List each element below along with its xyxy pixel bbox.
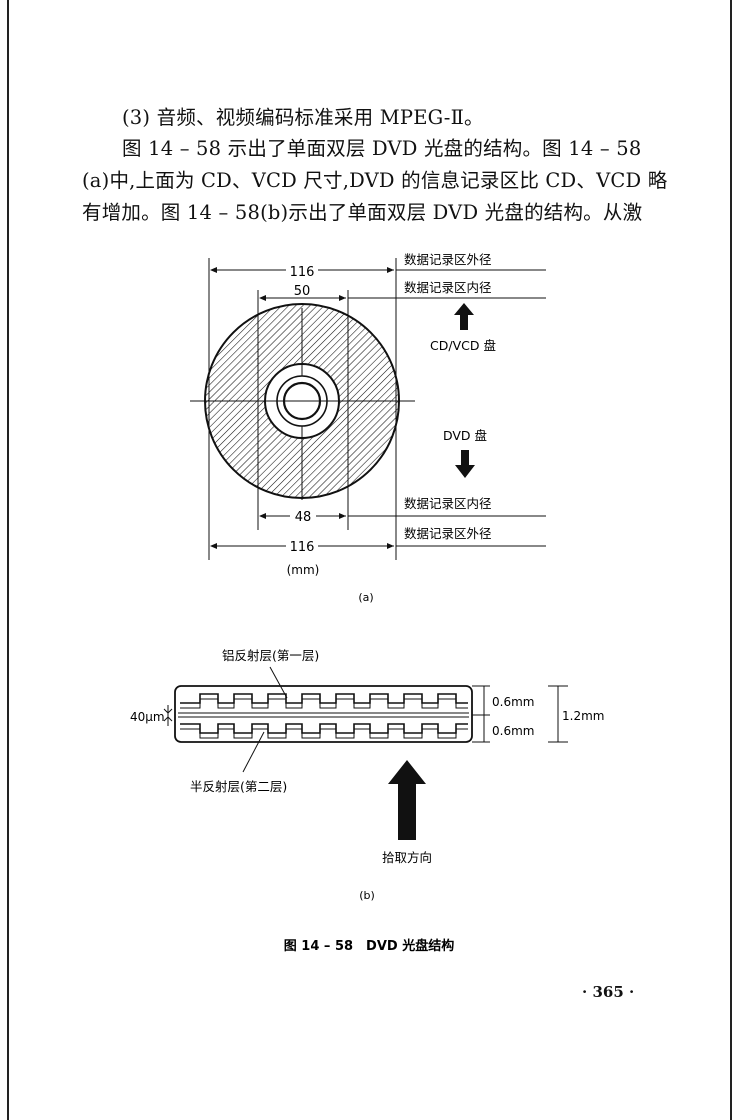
- label-pickup-direction: 拾取方向: [382, 850, 432, 865]
- pickup-direction-arrow-icon: [388, 760, 426, 840]
- dim-top-outer-value: 116: [290, 265, 315, 280]
- caption-a: (a): [358, 591, 373, 604]
- right-border-line: [730, 0, 732, 1120]
- label-gap-40um: 40μm: [130, 710, 165, 724]
- label-cd-vcd: CD/VCD 盘: [430, 338, 496, 353]
- text-line-4: 有增加。图 14 – 58(b)示出了单面双层 DVD 光盘的结构。从激: [82, 201, 643, 224]
- caption-b: (b): [359, 889, 375, 902]
- dim-bottom-outer-value: 116: [290, 540, 315, 555]
- label-inner-diameter-top: 数据记录区内径: [404, 280, 492, 295]
- label-dvd: DVD 盘: [443, 428, 487, 443]
- arrow-up-icon: [454, 303, 474, 330]
- layer-cross-section: 铝反射层(第一层) 半反射层(第二层) 40μm 0.6mm 0.6mm 1.2…: [130, 648, 604, 902]
- label-inner-diameter-bottom: 数据记录区内径: [404, 496, 492, 511]
- left-border-line: [7, 0, 9, 1120]
- text-line-2: 图 14 – 58 示出了单面双层 DVD 光盘的结构。图 14 – 58: [122, 137, 642, 160]
- disc-diagram: 116 50 48 116 (mm) 数据记录区外径 数据记录区内径 CD/VC…: [190, 252, 546, 604]
- text-line-1: (3) 音频、视频编码标准采用 MPEG-Ⅱ。: [122, 106, 484, 129]
- reflective-layer-1: [180, 693, 468, 704]
- label-bottom-thickness: 0.6mm: [492, 724, 534, 738]
- text-line-3: (a)中,上面为 CD、VCD 尺寸,DVD 的信息记录区比 CD、VCD 略: [82, 169, 668, 192]
- label-total-thickness: 1.2mm: [562, 709, 604, 723]
- arrow-down-icon: [455, 450, 475, 478]
- dim-top-inner-value: 50: [294, 284, 311, 299]
- label-top-thickness: 0.6mm: [492, 695, 534, 709]
- label-aluminum-reflective-layer: 铝反射层(第一层): [222, 648, 319, 663]
- page-number: · 365 ·: [582, 983, 635, 1001]
- label-semi-reflective-layer: 半反射层(第二层): [190, 779, 287, 794]
- unit-label: (mm): [287, 563, 320, 577]
- figure-caption: 图 14 – 58 DVD 光盘结构: [284, 938, 454, 954]
- label-outer-diameter-bottom: 数据记录区外径: [404, 526, 492, 541]
- dim-bottom-inner-value: 48: [295, 510, 312, 525]
- disc-cross-section-outline: [174, 685, 473, 743]
- label-outer-diameter-top: 数据记录区外径: [404, 252, 492, 267]
